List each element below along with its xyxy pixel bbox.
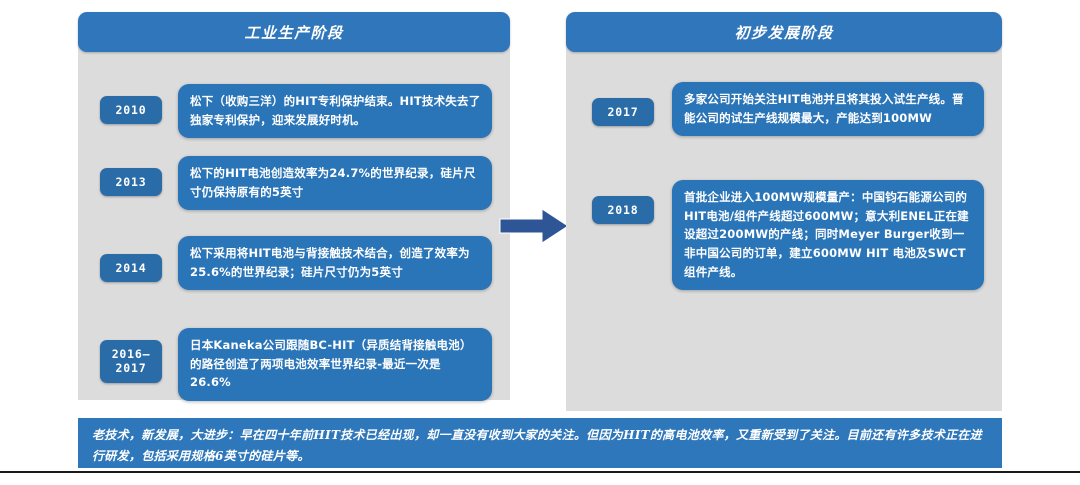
timeline-row: 2017 多家公司开始关注HIT电池并且将其投入试生产线。晋能公司的试生产线规模…	[592, 82, 984, 137]
timeline-row: 2016– 2017 日本Kaneka公司跟随BC-HIT（异质结背接触电池）的…	[100, 328, 492, 401]
event-text-2010: 松下（收购三洋）的HIT专利保护结束。HIT技术失去了独家专利保护，迎来发展好时…	[178, 84, 492, 139]
year-badge-2016-2017: 2016– 2017	[100, 340, 162, 383]
timeline-row: 2010 松下（收购三洋）的HIT专利保护结束。HIT技术失去了独家专利保护，迎…	[100, 84, 492, 139]
timeline-row: 2014 松下采用将HIT电池与背接触技术结合，创造了效率为25.6%的世界纪录…	[100, 236, 492, 291]
event-text-2017: 多家公司开始关注HIT电池并且将其投入试生产线。晋能公司的试生产线规模最大，产能…	[672, 82, 984, 137]
year-badge-2017: 2017	[592, 98, 654, 127]
panel-title-left: 工业生产阶段	[244, 23, 344, 42]
footer-divider	[0, 471, 1080, 473]
panel-header-initial-development-stage: 初步发展阶段	[566, 12, 1002, 52]
year-badge-2013: 2013	[100, 168, 162, 197]
year-badge-2010: 2010	[100, 96, 162, 125]
panel-header-industrial-production-stage: 工业生产阶段	[78, 12, 510, 52]
summary-banner-text: 老技术，新发展，大进步：早在四十年前HIT技术已经出现，却一直没有收到大家的关注…	[92, 428, 982, 463]
year-badge-2018: 2018	[592, 196, 654, 225]
panel-title-right: 初步发展阶段	[734, 23, 834, 42]
summary-banner: 老技术，新发展，大进步：早在四十年前HIT技术已经出现，却一直没有收到大家的关注…	[78, 418, 1002, 468]
timeline-row: 2013 松下的HIT电池创造效率为24.7%的世界纪录，硅片尺寸仍保持原有的5…	[100, 156, 492, 211]
event-text-2013: 松下的HIT电池创造效率为24.7%的世界纪录，硅片尺寸仍保持原有的5英寸	[178, 156, 492, 211]
event-text-2016-2017: 日本Kaneka公司跟随BC-HIT（异质结背接触电池）的路径创造了两项电池效率…	[178, 328, 492, 401]
timeline-row: 2018 首批企业进入100MW规模量产：中国钧石能源公司的HIT电池/组件产线…	[592, 180, 984, 291]
footer-watermark	[890, 473, 1080, 485]
right-arrow-icon	[498, 206, 570, 246]
event-text-2018: 首批企业进入100MW规模量产：中国钧石能源公司的HIT电池/组件产线超过600…	[672, 180, 984, 291]
year-badge-2014: 2014	[100, 254, 162, 283]
event-text-2014: 松下采用将HIT电池与背接触技术结合，创造了效率为25.6%的世界纪录；硅片尺寸…	[178, 236, 492, 291]
